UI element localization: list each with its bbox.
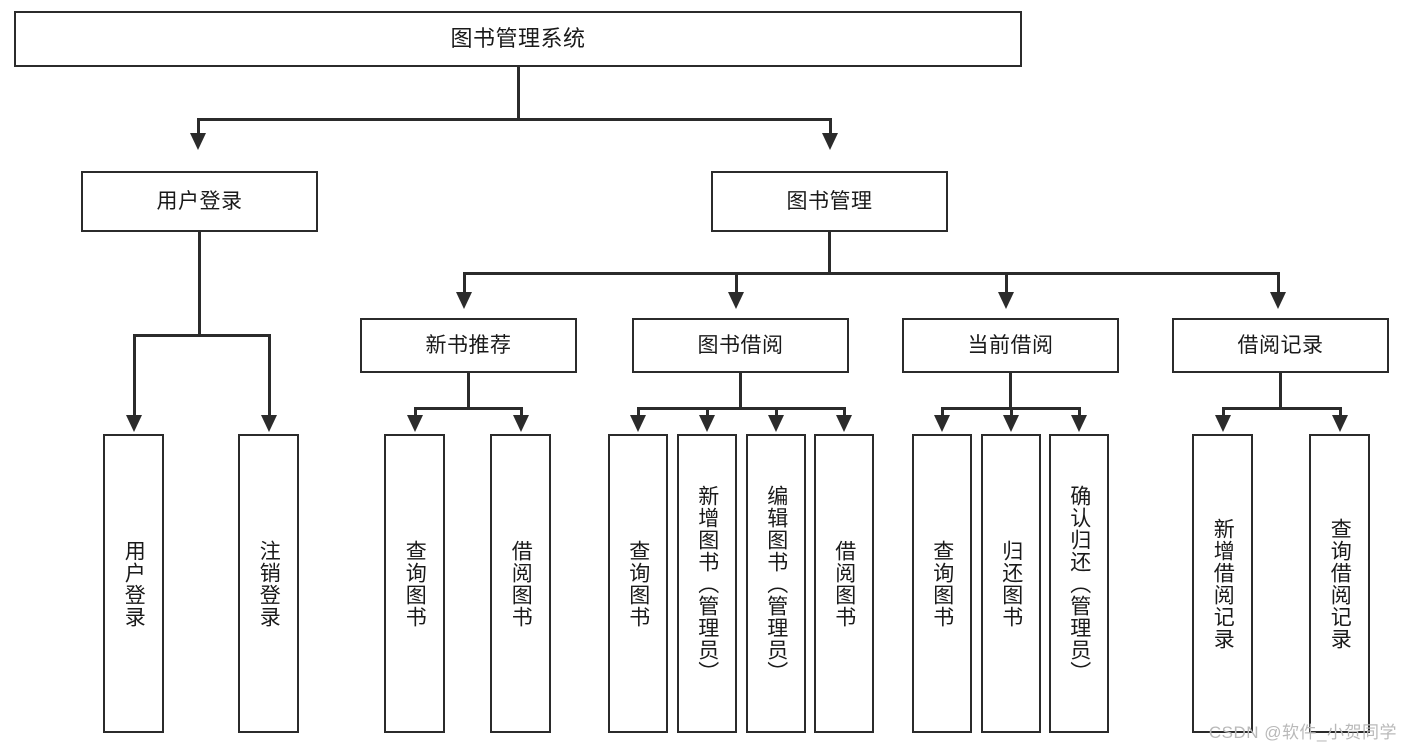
node-book-management[interactable]: 图书管理: [711, 171, 948, 232]
connector-borrow-drop-2: [706, 407, 709, 417]
leaf-label: 归还图书: [999, 539, 1023, 628]
connector-record-drop-2: [1339, 407, 1342, 417]
leaf-borrow-add-book-admin[interactable]: 新增图书（管理员）: [677, 434, 737, 733]
connector-record-drop-1: [1222, 407, 1225, 417]
leaf-label: 查询图书: [626, 539, 650, 628]
connector-current-drop-3: [1078, 407, 1081, 417]
connector-current-drop-2: [1010, 407, 1013, 417]
connector-user-login-drop-2: [268, 334, 271, 417]
connector-borrow-stem: [739, 373, 742, 407]
connector-user-login-stem: [198, 232, 201, 334]
connector-bm-drop-2: [735, 272, 738, 294]
arrow-to-borrow-record: [1270, 292, 1286, 309]
leaf-label: 用户登录: [122, 539, 146, 628]
leaf-logout[interactable]: 注销登录: [238, 434, 299, 733]
arrow-to-current-leaf-1: [934, 415, 950, 432]
leaf-current-confirm-return-admin[interactable]: 确认归还（管理员）: [1049, 434, 1109, 733]
node-label: 图书管理: [786, 189, 873, 213]
arrow-to-newbook-leaf-1: [407, 415, 423, 432]
connector-root-to-book-management: [829, 118, 832, 135]
arrow-to-record-leaf-1: [1215, 415, 1231, 432]
connector-newbook-drop-2: [520, 407, 523, 417]
node-book-borrow[interactable]: 图书借阅: [632, 318, 849, 373]
arrow-to-book-borrow: [728, 292, 744, 309]
leaf-label: 借阅图书: [509, 539, 533, 628]
connector-bm-drop-4: [1277, 272, 1280, 294]
leaf-record-query-record[interactable]: 查询借阅记录: [1309, 434, 1370, 733]
connector-borrow-drop-3: [775, 407, 778, 417]
arrow-to-user-login: [190, 133, 206, 150]
arrow-to-record-leaf-2: [1332, 415, 1348, 432]
connector-user-login-drop-1: [133, 334, 136, 417]
leaf-borrow-edit-book-admin[interactable]: 编辑图书（管理员）: [746, 434, 806, 733]
connector-newbook-drop-1: [414, 407, 417, 417]
leaf-label: 新增借阅记录: [1211, 517, 1235, 650]
node-label: 图书借阅: [697, 333, 784, 357]
node-borrow-record[interactable]: 借阅记录: [1172, 318, 1389, 373]
leaf-borrow-query-book[interactable]: 查询图书: [608, 434, 668, 733]
connector-root-stem: [517, 67, 520, 118]
arrow-to-borrow-leaf-1: [630, 415, 646, 432]
connector-borrow-drop-4: [843, 407, 846, 417]
connector-book-management-bus: [463, 272, 1280, 275]
leaf-record-add-record[interactable]: 新增借阅记录: [1192, 434, 1253, 733]
leaf-label: 查询图书: [403, 539, 427, 628]
node-label: 用户登录: [156, 189, 243, 213]
leaf-newbook-borrow-book[interactable]: 借阅图书: [490, 434, 551, 733]
node-user-login[interactable]: 用户登录: [81, 171, 318, 232]
connector-newbook-bus: [414, 407, 522, 410]
node-current-borrow[interactable]: 当前借阅: [902, 318, 1119, 373]
arrow-to-book-management: [822, 133, 838, 150]
leaf-current-query-book[interactable]: 查询图书: [912, 434, 972, 733]
connector-borrow-drop-1: [637, 407, 640, 417]
arrow-to-current-borrow: [998, 292, 1014, 309]
node-label: 当前借阅: [967, 333, 1054, 357]
leaf-borrow-borrow-book[interactable]: 借阅图书: [814, 434, 874, 733]
connector-record-stem: [1279, 373, 1282, 407]
leaf-newbook-query-book[interactable]: 查询图书: [384, 434, 445, 733]
connector-root-bus: [197, 118, 831, 121]
connector-root-to-user-login: [197, 118, 200, 135]
node-new-book-recommend[interactable]: 新书推荐: [360, 318, 577, 373]
arrow-to-newbook-leaf-2: [513, 415, 529, 432]
connector-current-drop-1: [941, 407, 944, 417]
arrow-to-borrow-leaf-3: [768, 415, 784, 432]
arrow-to-borrow-leaf-4: [836, 415, 852, 432]
arrow-to-leaf-user-login: [126, 415, 142, 432]
connector-newbook-stem: [467, 373, 470, 407]
arrow-to-borrow-leaf-2: [699, 415, 715, 432]
leaf-label: 编辑图书（管理员）: [764, 484, 788, 683]
leaf-label: 查询借阅记录: [1328, 517, 1352, 650]
leaf-label: 借阅图书: [832, 539, 856, 628]
leaf-current-return-book[interactable]: 归还图书: [981, 434, 1041, 733]
node-root-book-management-system[interactable]: 图书管理系统: [14, 11, 1022, 67]
connector-user-login-bus: [133, 334, 270, 337]
leaf-label: 注销登录: [257, 539, 281, 628]
connector-bm-drop-3: [1005, 272, 1008, 294]
connector-current-stem: [1009, 373, 1012, 407]
node-label: 新书推荐: [425, 333, 512, 357]
leaf-user-login[interactable]: 用户登录: [103, 434, 164, 733]
leaf-label: 查询图书: [930, 539, 954, 628]
arrow-to-leaf-logout: [261, 415, 277, 432]
node-label: 借阅记录: [1237, 333, 1324, 357]
connector-bm-drop-1: [463, 272, 466, 294]
arrow-to-new-book-recommend: [456, 292, 472, 309]
connector-book-management-stem: [828, 232, 831, 272]
leaf-label: 新增图书（管理员）: [695, 484, 719, 683]
connector-borrow-bus: [637, 407, 845, 410]
arrow-to-current-leaf-2: [1003, 415, 1019, 432]
arrow-to-current-leaf-3: [1071, 415, 1087, 432]
node-label: 图书管理系统: [450, 25, 586, 51]
connector-record-bus: [1222, 407, 1341, 410]
leaf-label: 确认归还（管理员）: [1067, 484, 1091, 683]
